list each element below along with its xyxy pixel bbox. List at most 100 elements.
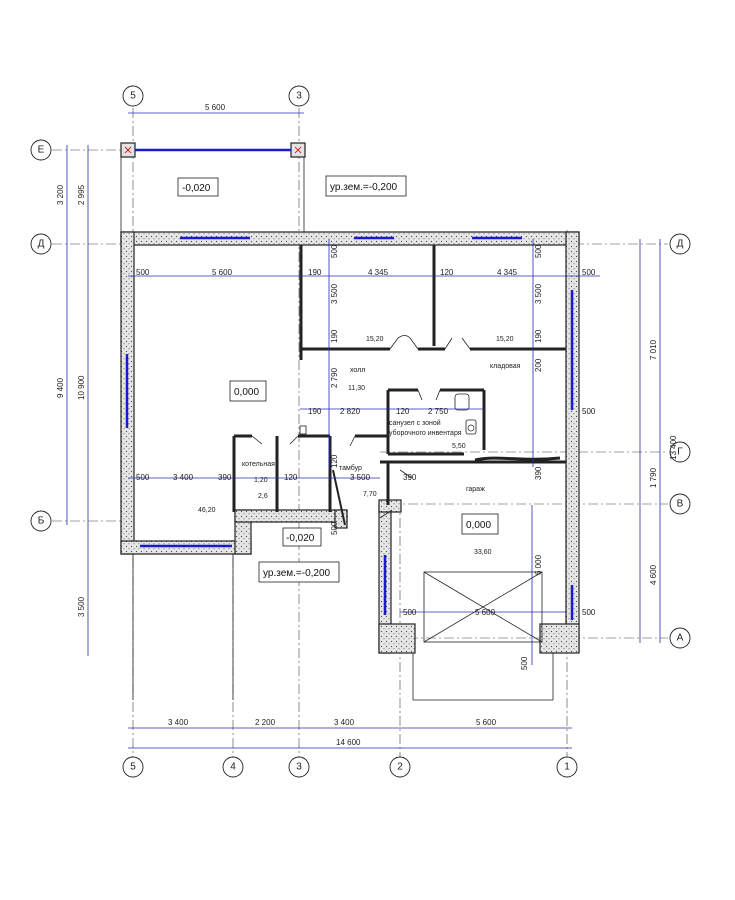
dim-500-a: 500: [136, 268, 150, 277]
dimension-texts: 5 600 3 400 2 200 3 400 5 600 14 600 3 2…: [56, 103, 678, 747]
axis-4-bottom: 4: [222, 756, 244, 778]
level-marks: -0,020 ур.зем.=-0,200 0,000 -0,020 ур.зе…: [177, 175, 499, 583]
svg-text:Г: Г: [677, 447, 683, 458]
svg-text:4: 4: [230, 762, 236, 773]
dim-4345-f: 4 345: [497, 268, 518, 277]
axis-G-right: Г: [669, 441, 691, 463]
axis-3-top: 3: [288, 85, 310, 107]
dim-left-10900: 10 900: [77, 375, 86, 400]
dim-500-ac: 500: [330, 521, 339, 535]
room-bath-name2: уборочного инвентаря: [389, 429, 462, 437]
dim-190-c: 190: [308, 268, 322, 277]
level-box-ground-bottom: ур.зем.=-0,200: [258, 561, 340, 583]
svg-text:В: В: [677, 499, 684, 510]
dim-2750-s: 2 750: [428, 407, 449, 416]
axis-D-right: Д: [669, 233, 691, 255]
axis-A-right: А: [669, 627, 691, 649]
dim-390-aa: 390: [403, 473, 417, 482]
dim-5600-b: 5 600: [212, 268, 233, 277]
exterior-walls: [120, 231, 580, 654]
doors: [251, 335, 471, 519]
dim-120-e: 120: [440, 268, 454, 277]
svg-text:0,000: 0,000: [466, 520, 491, 531]
dim-left-3200: 3 200: [56, 184, 65, 205]
dim-390-w: 390: [218, 473, 232, 482]
dim-200-o: 200: [534, 358, 543, 372]
svg-text:А: А: [677, 633, 684, 644]
axis-V-right: В: [669, 493, 691, 515]
svg-text:-0,020: -0,020: [182, 183, 211, 194]
dim-right-4600: 4 600: [649, 564, 658, 585]
axis-1-bottom: 1: [556, 756, 578, 778]
dim-right-1790: 1 790: [649, 467, 658, 488]
svg-text:1: 1: [564, 762, 570, 773]
dim-2790-n: 2 790: [330, 367, 339, 388]
dim-right-7010: 7 010: [649, 339, 658, 360]
room-hall-name: холл: [350, 367, 365, 374]
dim-bottom-2200: 2 200: [255, 718, 276, 727]
room-hall-area: 11,30: [348, 385, 365, 392]
dim-500-h: 500: [330, 244, 339, 258]
level-box-top-outer: -0,020: [177, 177, 219, 197]
dim-500-t: 500: [582, 407, 596, 416]
room-tambour-area: 7,70: [363, 491, 377, 498]
dim-120-y: 120: [330, 454, 339, 468]
dim-3500-i: 3 500: [330, 283, 339, 304]
svg-text:3: 3: [296, 762, 302, 773]
room-living-area: 46,20: [198, 507, 216, 514]
dim-120-r: 120: [396, 407, 410, 416]
dim-bottom-5600: 5 600: [476, 718, 497, 727]
dim-3400-v: 3 400: [173, 473, 194, 482]
dim-190-p: 190: [308, 407, 322, 416]
level-box-entry: -0,020: [282, 527, 322, 547]
dim-top-5600: 5 600: [205, 103, 226, 112]
dim-500-ag: 500: [582, 608, 596, 617]
dim-left-9400: 9 400: [56, 377, 65, 398]
dim-3500-z: 3 500: [350, 473, 371, 482]
axis-3-bottom: 3: [288, 756, 310, 778]
room-tambour: тамбур: [339, 464, 362, 472]
dim-390-ab: 390: [534, 466, 543, 480]
dim-2820-q: 2 820: [340, 407, 361, 416]
svg-text:ур.зем.=-0,200: ур.зем.=-0,200: [330, 182, 398, 193]
dim-3500-j: 3 500: [534, 283, 543, 304]
room-1-area: 15,20: [366, 336, 384, 343]
dim-500-ah: 500: [520, 656, 529, 670]
dim-bottom-3400-b: 3 400: [334, 718, 355, 727]
top-terrace: [120, 142, 306, 232]
svg-text:3: 3: [296, 91, 302, 102]
svg-text:Д: Д: [38, 239, 45, 250]
room-boiler-area: 1,20: [254, 477, 268, 484]
svg-text:ур.зем.=-0,200: ур.зем.=-0,200: [263, 568, 331, 579]
dim-bottom-3400-a: 3 400: [168, 718, 189, 727]
dim-5600-af: 5 600: [475, 608, 496, 617]
dim-500-ae: 500: [403, 608, 417, 617]
axis-2-bottom: 2: [389, 756, 411, 778]
entry-platform: [132, 554, 234, 700]
room-small-area: 2,6: [258, 493, 268, 500]
dim-bottom-total: 14 600: [336, 738, 361, 747]
dimension-lines: [66, 112, 661, 749]
dim-190-m: 190: [534, 329, 543, 343]
room-bath-area: 5,50: [452, 443, 466, 450]
dim-left-3500: 3 500: [77, 596, 86, 617]
room-bath-name: санузел с зоной: [389, 419, 441, 427]
svg-text:Д: Д: [677, 239, 684, 250]
dim-500-g: 500: [582, 268, 596, 277]
axis-5-bottom: 5: [122, 756, 144, 778]
dim-4345-d: 4 345: [368, 268, 389, 277]
dim-right-13400: 13 400: [669, 435, 678, 460]
interior-partitions: [232, 245, 566, 526]
svg-text:5: 5: [130, 762, 136, 773]
dim-120-x: 120: [284, 473, 298, 482]
svg-text:-0,020: -0,020: [286, 533, 315, 544]
dim-500-k: 500: [534, 244, 543, 258]
axis-E-left: Е: [30, 139, 52, 161]
dim-6000-ad: 6 000: [534, 554, 543, 575]
axis-bubbles: 5 3 5 4 3 2 1 Е: [30, 85, 691, 778]
svg-text:2: 2: [397, 762, 403, 773]
svg-text:0,000: 0,000: [234, 387, 259, 398]
room-pantry: кладовая: [490, 363, 521, 370]
dim-left-2995: 2 995: [77, 184, 86, 205]
